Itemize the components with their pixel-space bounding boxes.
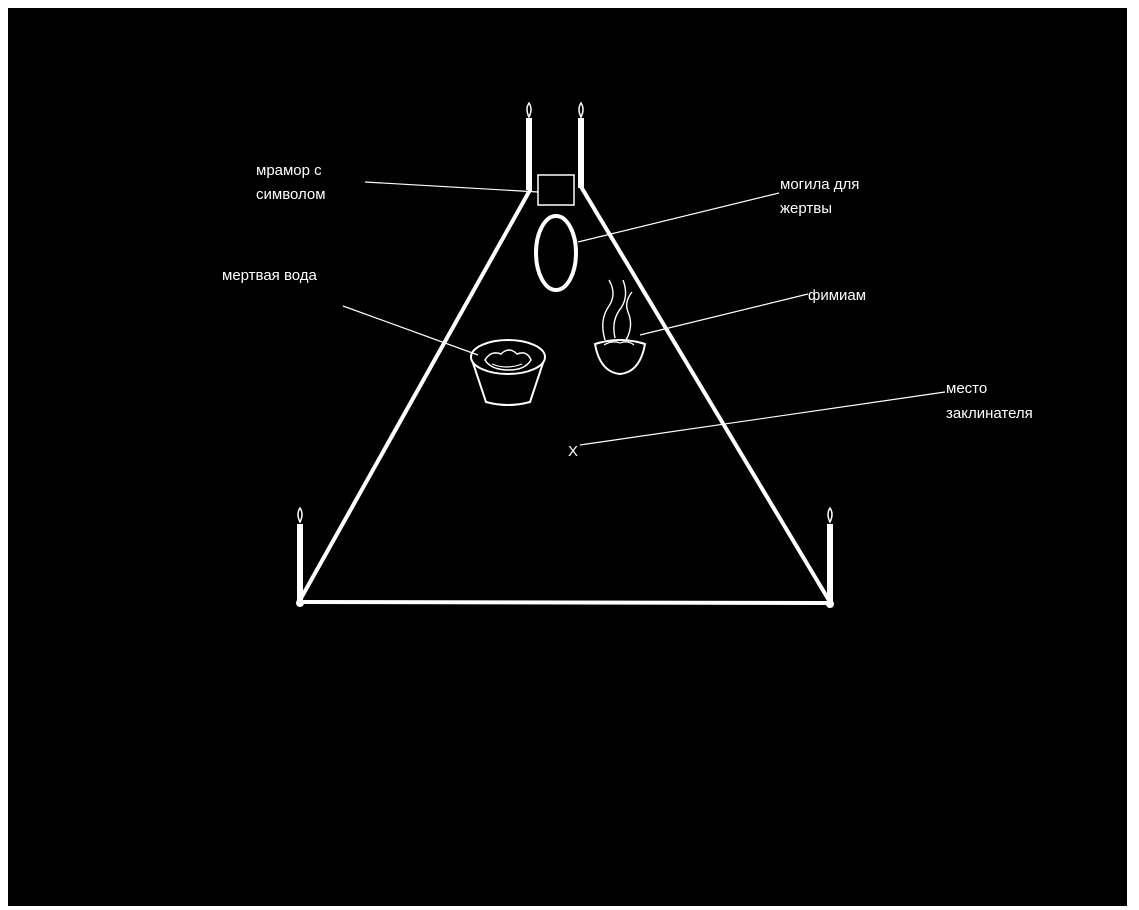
- incense-bowl: [595, 280, 645, 374]
- incense-label-line-1: фимиам: [808, 287, 866, 304]
- summoner-place-label: место заклинателя: [946, 380, 1033, 422]
- dead-water-label-line-1: мертвая вода: [222, 267, 318, 284]
- candle-bottom-left: [296, 508, 304, 607]
- incense-label: фимиам: [808, 287, 866, 304]
- marble-slab: [538, 175, 574, 205]
- sacrifice-grave: [536, 216, 576, 290]
- marble-label-line-1: мрамор с: [256, 162, 322, 179]
- dead-water-label: мертвая вода: [222, 267, 318, 284]
- grave-label: могила для жертвы: [780, 176, 864, 217]
- marble-label: мрамор с символом: [256, 162, 326, 203]
- summoner-place-label-line-2: заклинателя: [946, 405, 1033, 422]
- candle-top-right: [578, 103, 584, 188]
- candle-bottom-right: [826, 508, 834, 608]
- grave-label-line-2: жертвы: [780, 200, 832, 217]
- marble-label-line-2: символом: [256, 186, 326, 203]
- candle-top-left: [526, 103, 532, 190]
- grave-label-line-1: могила для: [780, 176, 859, 193]
- dead-water-bowl: [471, 340, 545, 405]
- ritual-triangle: [300, 185, 830, 603]
- summoner-mark: X: [568, 443, 578, 460]
- summoner-place-label-line-1: место: [946, 380, 987, 397]
- leader-lines: [343, 182, 945, 445]
